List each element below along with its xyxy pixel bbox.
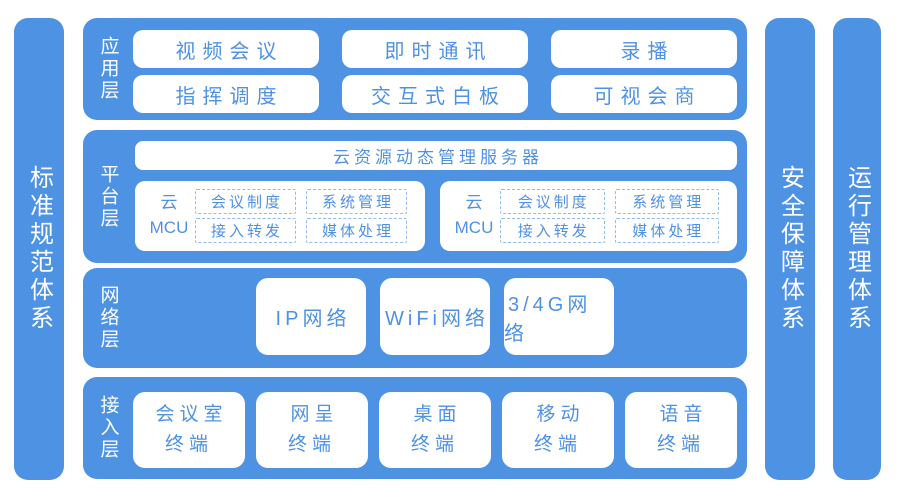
terminal-boxes: 会议室 终端 网呈 终端 桌面 终端 移动 终端 语音 终端 bbox=[133, 392, 737, 468]
app-box-command-dispatch: 指挥调度 bbox=[133, 75, 319, 113]
app-box-interactive-whiteboard: 交互式白板 bbox=[342, 75, 528, 113]
layer-access-label: 接入层 bbox=[97, 395, 119, 461]
module-system-management: 系统管理 bbox=[614, 189, 719, 214]
app-box-video-conference: 视频会议 bbox=[133, 30, 319, 68]
layer-access: 接入层 会议室 终端 网呈 终端 桌面 终端 移动 终端 语音 终端 bbox=[83, 377, 747, 479]
terminal-box-mobile: 移动 终端 bbox=[502, 392, 614, 468]
mcu-group-right: 云 MCU 会议制度 系统管理 接入转发 媒体处理 bbox=[440, 181, 737, 251]
pillar-security: 安全保障体系 bbox=[765, 18, 815, 480]
module-access-forwarding: 接入转发 bbox=[195, 218, 296, 243]
terminal-box-meeting-room: 会议室 终端 bbox=[133, 392, 245, 468]
layer-access-label-wrap: 接入层 bbox=[83, 377, 133, 479]
layer-network-label: 网络层 bbox=[97, 285, 119, 351]
app-box-visual-consultation: 可视会商 bbox=[551, 75, 737, 113]
module-system-management: 系统管理 bbox=[306, 189, 407, 214]
terminal-box-voice: 语音 终端 bbox=[625, 392, 737, 468]
pillar-security-label: 安全保障体系 bbox=[776, 165, 804, 333]
pillar-operations: 运行管理体系 bbox=[833, 18, 881, 480]
module-media-processing: 媒体处理 bbox=[306, 218, 407, 243]
cloud-resource-server-bar: 云资源动态管理服务器 bbox=[135, 141, 737, 170]
layer-platform-label-wrap: 平台层 bbox=[83, 130, 133, 263]
network-box-wifi: WiFi网络 bbox=[380, 278, 490, 355]
app-box-instant-messaging: 即时通讯 bbox=[342, 30, 528, 68]
module-media-processing: 媒体处理 bbox=[614, 218, 719, 243]
network-box-3-4g: 3/4G网络 bbox=[504, 278, 614, 355]
layer-application: 应用层 视频会议 即时通讯 录播 指挥调度 交互式白板 可视会商 bbox=[83, 18, 747, 120]
app-box-recording: 录播 bbox=[551, 30, 737, 68]
terminal-box-telepresence: 网呈 终端 bbox=[256, 392, 368, 468]
mcu-right-modules: 会议制度 系统管理 接入转发 媒体处理 bbox=[500, 189, 719, 243]
pillar-standards-label: 标准规范体系 bbox=[25, 165, 53, 333]
pillar-operations-label: 运行管理体系 bbox=[843, 165, 871, 333]
application-boxes: 视频会议 即时通讯 录播 指挥调度 交互式白板 可视会商 bbox=[133, 30, 737, 113]
terminal-box-desktop: 桌面 终端 bbox=[379, 392, 491, 468]
network-box-ip: IP网络 bbox=[256, 278, 366, 355]
module-access-forwarding: 接入转发 bbox=[500, 218, 605, 243]
pillar-standards: 标准规范体系 bbox=[14, 18, 64, 480]
module-meeting-system: 会议制度 bbox=[195, 189, 296, 214]
layer-platform-label: 平台层 bbox=[97, 163, 119, 230]
layer-network: 网络层 IP网络 WiFi网络 3/4G网络 bbox=[83, 268, 747, 368]
layer-application-label: 应用层 bbox=[97, 36, 119, 102]
mcu-groups-row: 云 MCU 会议制度 系统管理 接入转发 媒体处理 云 MCU 会议制度 系统管… bbox=[135, 181, 737, 251]
module-meeting-system: 会议制度 bbox=[500, 189, 605, 214]
mcu-right-label: 云 MCU bbox=[454, 193, 494, 237]
mcu-group-left: 云 MCU 会议制度 系统管理 接入转发 媒体处理 bbox=[135, 181, 425, 251]
layer-platform: 平台层 云资源动态管理服务器 云 MCU 会议制度 系统管理 接入转发 媒体处理… bbox=[83, 130, 747, 263]
layer-network-label-wrap: 网络层 bbox=[83, 268, 133, 368]
mcu-left-label: 云 MCU bbox=[149, 193, 189, 237]
layer-application-label-wrap: 应用层 bbox=[83, 18, 133, 120]
network-boxes: IP网络 WiFi网络 3/4G网络 bbox=[256, 278, 614, 355]
mcu-left-modules: 会议制度 系统管理 接入转发 媒体处理 bbox=[195, 189, 407, 243]
